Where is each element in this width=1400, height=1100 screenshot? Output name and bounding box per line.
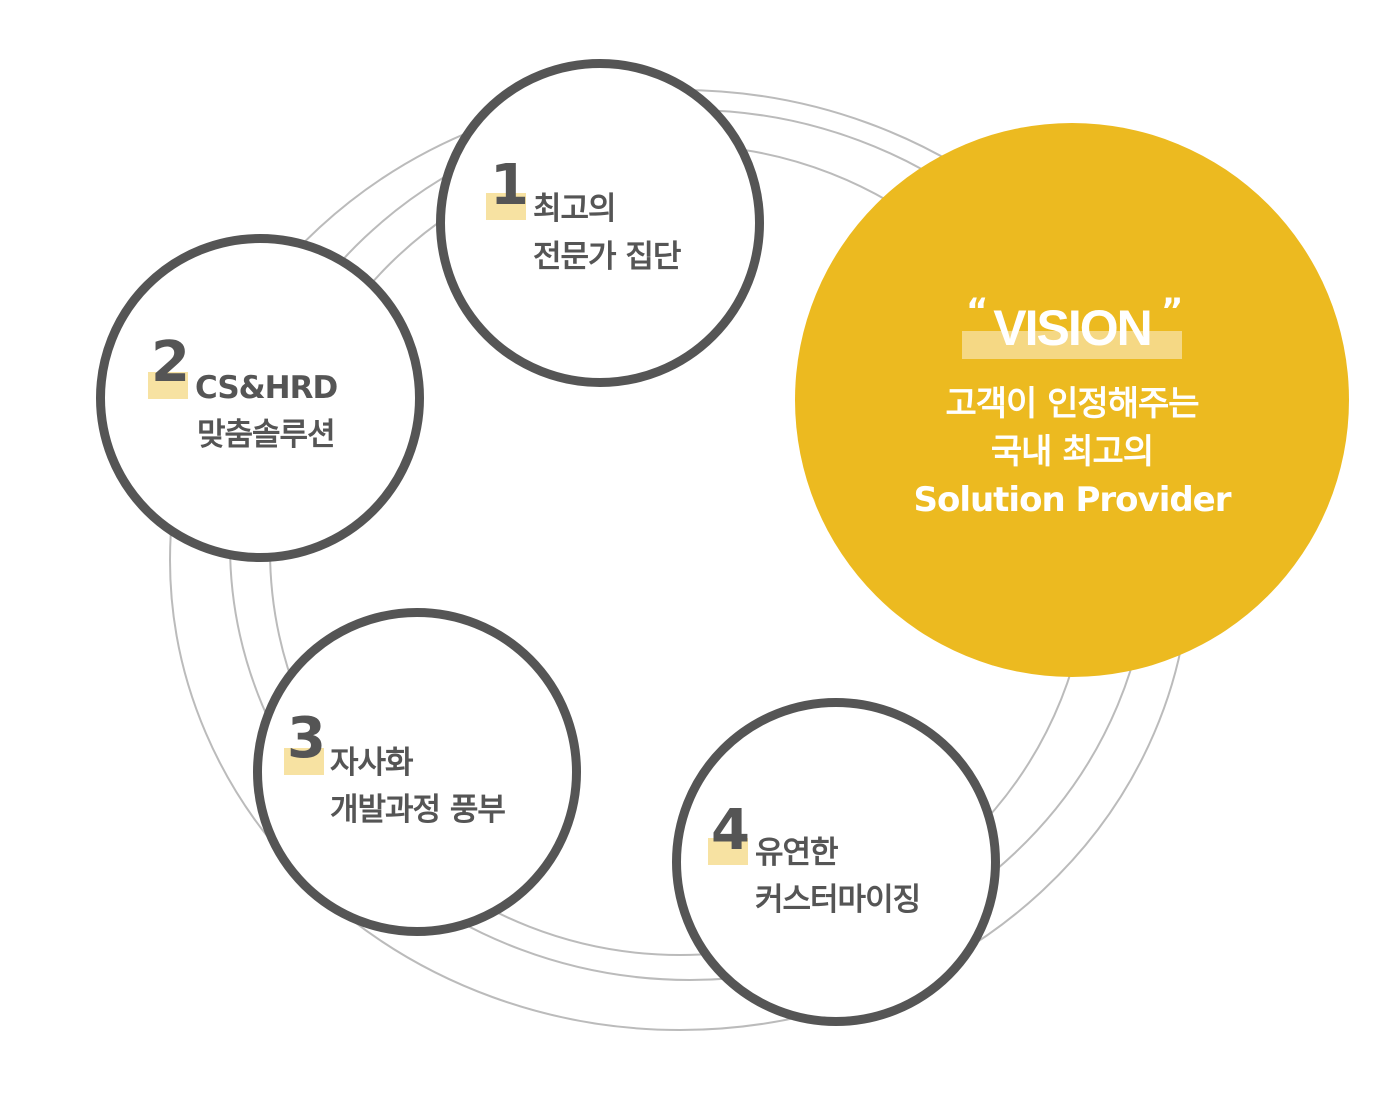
item-title-line1: 최고의 [533,191,617,227]
vision-circle [795,123,1349,677]
item-number: 1 [490,153,529,218]
item-number: 3 [287,706,326,771]
number-highlight [148,372,188,399]
number-highlight [284,748,324,775]
item-title-line2: 전문가 집단 [533,239,681,275]
item-title-line2: 개발과정 풍부 [330,792,506,828]
vision-line1: 고객이 인정해주는 [945,384,1199,424]
item-title-line1: 자사화 [330,745,414,781]
vision-line3: Solution Provider [913,480,1231,520]
item-title-line1: CS&HRD [195,370,338,406]
item-title-line1: 유연한 [755,835,839,871]
number-highlight [486,193,526,220]
vision-line2: 국내 최고의 [990,432,1154,472]
item-title-line2: 커스터마이징 [755,882,921,918]
item-circle-1 [436,59,764,387]
vision-highlight [962,331,1182,359]
number-highlight [708,838,748,865]
item-number: 4 [711,798,750,863]
close-quote: ” [1161,291,1184,331]
vision-title: VISION [993,300,1152,356]
open-quote: “ [966,291,989,331]
item-title-line2: 맞춤솔루션 [197,417,336,453]
vision-statement: 고객이 인정해주는 국내 최고의 Solution Provider [872,380,1272,524]
item-number: 2 [151,330,190,395]
